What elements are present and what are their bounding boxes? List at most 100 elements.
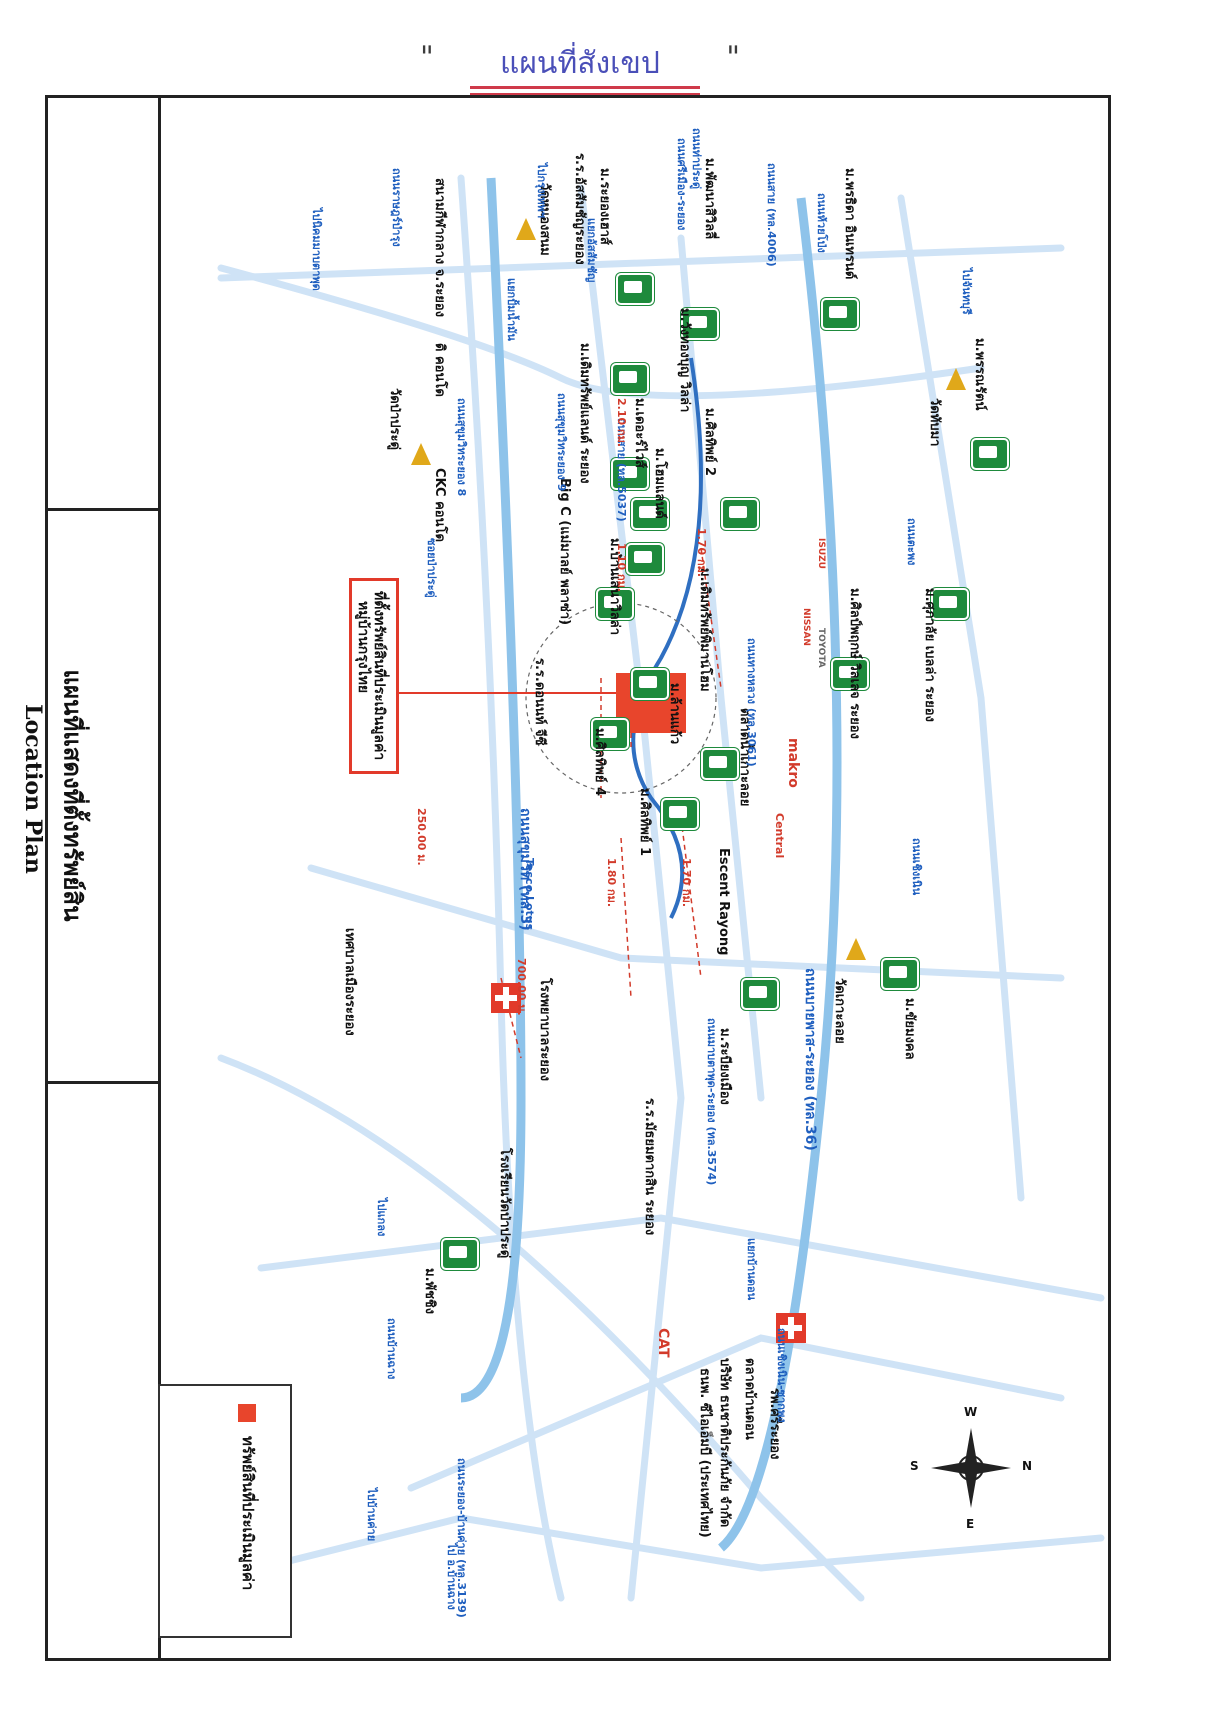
distance-label: 1.70 กม.	[695, 528, 708, 578]
village-icon	[631, 668, 669, 700]
place-label: ม.ศิลทิพย์ 2	[702, 408, 717, 477]
distance-label: 250.00 ม.	[415, 808, 428, 866]
title-column: แผนที่แสดงที่ตั้งทรัพย์สิน Location Plan	[20, 98, 161, 1658]
village-icon	[616, 273, 654, 305]
radius-circle	[525, 602, 717, 794]
temple-icon	[846, 938, 866, 960]
distance-label: 1.80 กม.	[605, 858, 618, 908]
place-label: ม.พรธิดา อินเทรนด์	[842, 168, 857, 280]
place-label: บริษัท ธนชาติประกันภัย จำกัด	[717, 1358, 732, 1528]
legend-swatch	[238, 1404, 256, 1422]
place-label: ม.วังทองบุญ วิลล่า	[677, 308, 692, 413]
compass-s: S	[910, 1459, 919, 1473]
hospital-icon	[776, 1313, 806, 1343]
road-top	[217, 244, 1065, 282]
place-label: TOYOTA	[816, 628, 826, 668]
place-label: ม.พัชชิง	[422, 1268, 437, 1315]
road-label: ถนนเชิงเนิน	[910, 838, 923, 896]
place-label: ม.เดิมทรัพย์แลนด์ ระยอง	[577, 343, 592, 484]
place-label: สนามกีฬากลาง จ.ระยอง	[432, 178, 447, 318]
map-frame: แผนที่แสดงที่ตั้งทรัพย์สิน Location Plan	[20, 95, 1111, 1661]
road-label: ถนนเชิงเนิน-ซากพง	[775, 1328, 788, 1423]
village-icon	[821, 298, 859, 330]
dist-line-2	[700, 547, 722, 689]
map-area: ที่ตั้งทรัพย์สินที่ประเมินมูลค่า หมู่บ้า…	[161, 98, 1105, 1658]
place-label: ธนพ. ซีไอเอ็มบี (ประเทศไทย)	[697, 1368, 712, 1538]
place-label: ม.พรรณรัตน์	[972, 338, 987, 411]
underline-2	[470, 93, 700, 95]
distance-label: 700.00 ม.	[515, 958, 528, 1016]
road-bottom	[217, 1514, 1105, 1582]
road-cross-3	[407, 1334, 1065, 1492]
place-label: โรงพยาบาลระยอง	[537, 978, 552, 1082]
village-icon	[721, 498, 759, 530]
place-label: ม.เดอะร์ไวส์	[632, 398, 647, 468]
temple-icon	[946, 368, 966, 390]
village-icon	[441, 1238, 479, 1270]
temple-icon	[411, 443, 431, 465]
title-cell-top	[48, 98, 158, 511]
place-label: ม.ศิลทิพย์ 1	[637, 788, 652, 857]
place-label: ดิ คอนโด	[432, 343, 447, 397]
village-icon	[661, 798, 699, 830]
place-label: แยกปั้มน้ำมัน	[505, 278, 518, 341]
place-label: Big C (แม่มาลย์ พลาซ่า)	[557, 478, 572, 626]
compass-icon: N S E W	[910, 1405, 1032, 1531]
road-label: ถนนราษฎร์บำรุง	[390, 168, 403, 247]
title-thai: แผนที่แสดงที่ตั้งทรัพย์สิน	[58, 669, 88, 922]
legend-label: ทรัพย์สินที่ประเมินมูลค่า	[239, 1436, 257, 1591]
handwritten-title-text: แผนที่สังเขป	[500, 46, 660, 81]
road-label: ถนนสุขุมวิทระยอง 8	[455, 398, 468, 497]
road-diag	[217, 1054, 865, 1602]
village-icon	[626, 543, 664, 575]
road-label: ถนนท่าประดู่	[690, 128, 703, 190]
arrow-label: ไปบ้านค่าย	[365, 1488, 378, 1542]
place-label: Central	[773, 813, 786, 859]
place-label: ISUZU	[816, 538, 826, 569]
road-sriMuang	[577, 184, 685, 1602]
road-label: ถนนบายพาส-ระยอง (ทล.36)	[802, 968, 818, 1151]
place-label: ร.ร.มัธยมตากสิน ระยอง	[642, 1098, 657, 1236]
road-label: ถนนสุขุมวิทระยอง 9	[555, 393, 568, 492]
place-label: ม.ศิลทิพย์ 4	[592, 728, 607, 797]
subject-label-line2: หมู่บ้านกรุงไทย	[355, 601, 371, 694]
subject-label-box: ที่ตั้งทรัพย์สินที่ประเมินมูลค่า หมู่บ้า…	[349, 578, 399, 774]
road-east	[897, 194, 1025, 1202]
distance-label: 1.70 กม.	[680, 858, 693, 908]
place-label: โรงเรียนวัดป่าประดู่	[497, 1148, 512, 1259]
place-label: วัดเกาะลอย	[832, 978, 847, 1044]
place-label: NISSAN	[801, 608, 811, 646]
village-icon	[931, 588, 969, 620]
compass-e: E	[966, 1517, 975, 1531]
temple-icon	[516, 218, 536, 240]
place-label: วัดทับมา	[927, 398, 942, 447]
village-icon	[611, 458, 649, 490]
road-cross-2	[257, 1214, 1105, 1302]
place-label: ม.โฮมแลนด์	[652, 448, 667, 519]
road-label: ถนนบ้านฉาง	[385, 1318, 398, 1380]
compass-n: N	[1022, 1459, 1033, 1473]
dist-line-4	[620, 837, 632, 999]
village-icon	[596, 588, 634, 620]
village-icon	[631, 498, 669, 530]
distance-label: 1.10 กม.	[615, 543, 628, 593]
village-icon	[701, 748, 739, 780]
village-icon	[741, 978, 779, 1010]
place-label: วัดป่าประดู่	[387, 388, 402, 450]
distance-label: 2.10 กม.	[615, 398, 628, 448]
village-icon	[831, 658, 869, 690]
arrow-label: ไป อ.บ้านฉาง	[445, 1543, 458, 1610]
place-label: ซอยป่าประดู่	[425, 538, 438, 598]
quote-open: "	[420, 40, 434, 75]
underline	[470, 86, 700, 89]
place-label: CAT	[655, 1328, 671, 1358]
place-label: ม.ขัยมงคล	[902, 998, 917, 1060]
arrow-label: ไปกรุงเทพฯ	[535, 163, 548, 218]
road-label: ถนนห้วยโป่ง	[815, 193, 828, 253]
legend: ทรัพย์สินที่ประเมินมูลค่า	[158, 1384, 292, 1638]
village-icon	[681, 308, 719, 340]
road-assumption	[217, 264, 985, 400]
title-cell-middle: แผนที่แสดงที่ตั้งทรัพย์สิน Location Plan	[20, 511, 158, 1084]
place-label: เทศบาลเมืองระยอง	[342, 928, 357, 1036]
handwritten-title: " แผนที่สังเขป "	[420, 40, 740, 95]
